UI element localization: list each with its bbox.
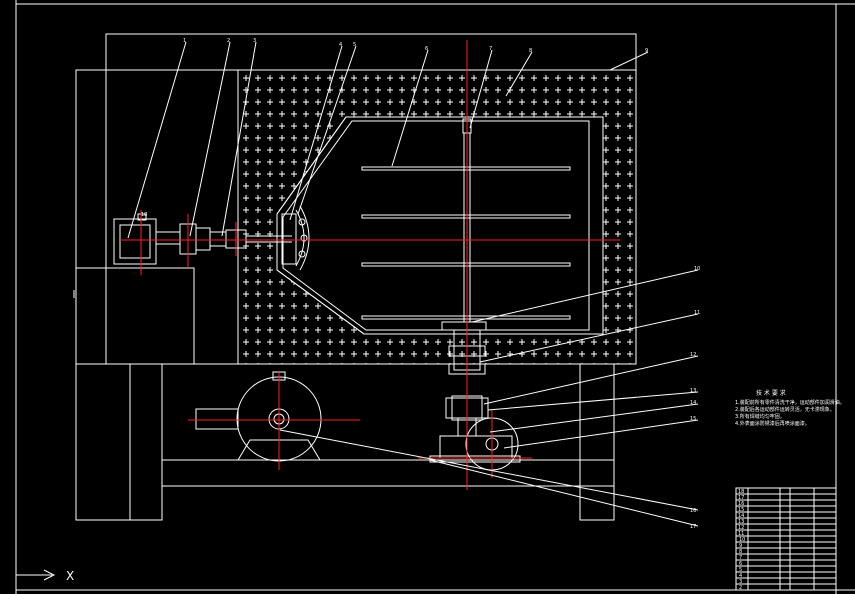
- title-row-num: 4: [739, 573, 742, 579]
- title-row-num: 9: [739, 543, 742, 549]
- part-label: 18: [141, 212, 147, 218]
- notes-line: 2.装配后各运动部件运转灵活，无卡滞现象。: [735, 406, 835, 413]
- title-row-num: 8: [739, 549, 742, 555]
- gear-reducer: [429, 417, 521, 471]
- part-label: 15: [690, 416, 696, 422]
- notes-line: 4.外表面涂防锈漆后再喷涂面漆。: [735, 420, 810, 427]
- title-row-num: 11: [738, 531, 744, 537]
- title-row-num: 2: [739, 585, 742, 591]
- notes-title: 技 术 要 求: [756, 389, 786, 397]
- title-row-num: 13: [738, 519, 744, 525]
- title-row-num: 10: [739, 537, 745, 543]
- bottom-motor: [195, 371, 322, 462]
- notes-line: 1.装配前所有零件清洗干净，运动部件加润滑油。: [735, 399, 845, 406]
- part-label: 9: [645, 48, 648, 54]
- part-label: 5: [353, 42, 356, 48]
- insulation-layer: [237, 69, 637, 365]
- title-row-num: 16: [738, 501, 744, 507]
- ucs-axis-icon: X: [16, 569, 74, 583]
- center-lines: [120, 40, 620, 490]
- leader-lines: [127, 41, 699, 527]
- title-row-num: 3: [739, 579, 742, 585]
- technical-notes: 技 术 要 求 1.装配前所有零件清洗干净，运动部件加润滑油。 2.装配后各运动…: [735, 389, 845, 427]
- part-label: 13: [690, 388, 696, 394]
- part-label: 16: [690, 508, 696, 514]
- left-support: [75, 267, 615, 521]
- part-label: 6: [425, 46, 428, 52]
- part-labels: 1 2 3 4 5 6 7 8 9 10 11 12 13 14 15 16 1…: [141, 38, 700, 530]
- title-block: 18 17 16 15 14 13 12 11 10 9 8 7 6 5 4 3…: [735, 487, 837, 591]
- part-label: 12: [690, 352, 696, 358]
- inner-chamber: [276, 116, 604, 335]
- part-label: 14: [690, 400, 696, 406]
- part-label: 4: [339, 42, 342, 48]
- stirring-paddles: [361, 166, 571, 320]
- title-row-num: 14: [738, 513, 744, 519]
- part-label: 1: [183, 38, 186, 44]
- part-label: 2: [227, 38, 230, 44]
- title-row-num: 18: [738, 489, 744, 495]
- title-row-num: 7: [739, 555, 742, 561]
- part-label: 10: [694, 266, 700, 272]
- part-label: 3: [253, 38, 256, 44]
- part-label: 8: [529, 48, 532, 54]
- title-row-num: 5: [739, 567, 742, 573]
- part-label: 7: [489, 46, 492, 52]
- title-row-num: 12: [738, 525, 744, 531]
- drawing-frame: [15, 0, 855, 594]
- title-row-num: 17: [738, 495, 744, 501]
- part-label: 11: [694, 310, 700, 316]
- title-row-num: 15: [738, 507, 744, 513]
- notes-line: 3.所有焊缝均匀牢固，: [735, 413, 785, 420]
- axis-label: X: [66, 569, 74, 583]
- part-label: 17: [690, 524, 696, 530]
- title-row-num: 6: [739, 561, 742, 567]
